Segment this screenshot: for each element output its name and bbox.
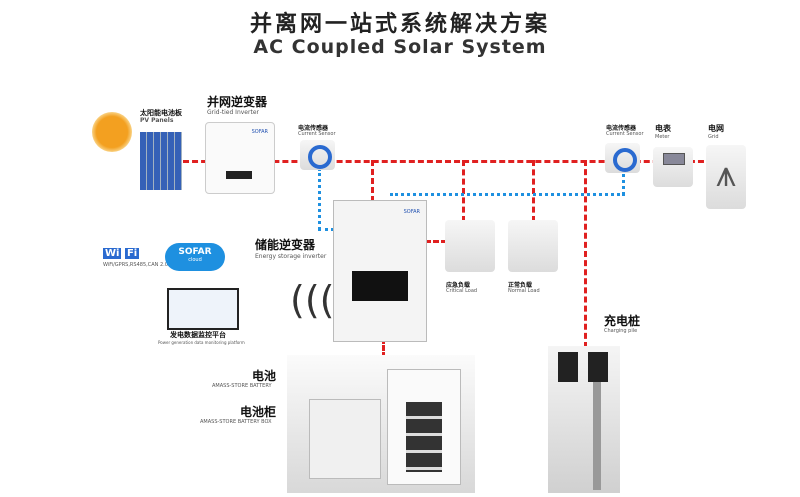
sensor1-label: 电流传感器 [298,125,329,132]
normal-load-label-en: Normal Load [508,288,540,294]
storage-inverter-label: 储能逆变器 [255,238,316,252]
monitor-label: 发电数据监控平台 [170,331,226,339]
comm-line-1 [318,168,321,230]
meter-icon [653,147,693,187]
ac-line-charging [584,160,587,348]
wifi-fi: Fi [124,248,140,259]
ac-line-normal [532,160,535,222]
comm-line-2 [622,168,625,195]
battery-label: 电池 [252,369,277,383]
monitor-label-en: Power generation data monitoring platfor… [158,340,245,345]
wireless-signal-icon: ((( [290,278,335,322]
charging-label: 充电桩 [604,314,641,328]
wifi-logo: Wi Fi [103,248,140,259]
storage-inverter-display [352,271,408,301]
battery-box-device [387,369,461,485]
grid-inverter-display [226,171,252,179]
title-en: AC Coupled Solar System [253,36,547,58]
battery-device [309,399,381,479]
comm-line-1b [318,228,334,231]
current-sensor-2-icon [605,143,640,173]
storage-inverter-brand: SOFAR [403,209,420,215]
comm-line-2c [390,193,393,203]
grid-tower-icon: ⩚ [706,145,746,209]
sensor2-label: 电流传感器 [606,125,637,132]
ac-line-storage [371,160,374,202]
meter-label-en: Meter [655,134,670,140]
normal-load-appliances-icon [508,220,558,272]
title-cn: 并离网一站式系统解决方案 [249,12,550,37]
critical-load-label-en: Critical Load [446,288,478,294]
comm-line-2b [390,193,625,196]
ac-line-backup [425,240,447,243]
current-sensor-1-icon [300,140,335,170]
charging-label-en: Charging pile [604,328,638,334]
ac-line-critical [462,160,465,222]
sun-icon [92,112,132,152]
battery-box-label-en: AMASS-STORE BATTERY BOX [200,419,272,425]
pv-label-en: PV Panels [140,117,174,124]
grid-label: 电网 [708,124,724,133]
storage-inverter-label-en: Energy storage inverter [255,253,327,260]
sofar-cloud-icon: SOFAR cloud [165,243,225,271]
wifi-wi: Wi [103,248,122,259]
charging-pile-device [548,346,620,493]
meter-label: 电表 [655,124,671,133]
pv-panel-icon [140,132,182,190]
grid-label-en: Grid [708,134,719,140]
normal-load-label: 正常负载 [508,282,533,289]
critical-load-label: 应急负载 [446,282,471,289]
grid-inverter-brand: SOFAR [251,129,268,135]
grid-inverter-label-en: Grid-tied Inverter [207,109,259,116]
sensor2-label-en: Current Sensor [606,131,644,137]
battery-box-label: 电池柜 [240,405,277,419]
storage-inverter-device: SOFAR [333,200,427,342]
ac-line-battery [382,338,385,358]
critical-load-appliances-icon [445,220,495,272]
battery-label-en: AMASS-STORE BATTERY [212,383,272,389]
cloud-sub: cloud [188,257,202,263]
grid-inverter-device: SOFAR [205,122,275,194]
cloud-name: SOFAR [178,247,212,257]
sensor1-label-en: Current Sensor [298,131,336,137]
monitoring-devices-icon [167,288,239,330]
wifi-sub: WiFi/GPRS,RS485,CAN 2.0 [103,262,168,268]
pv-label: 太阳能电池板 [140,109,182,117]
battery-panel [287,355,475,493]
ac-bus-line [183,160,713,163]
grid-inverter-label: 并网逆变器 [207,95,268,109]
